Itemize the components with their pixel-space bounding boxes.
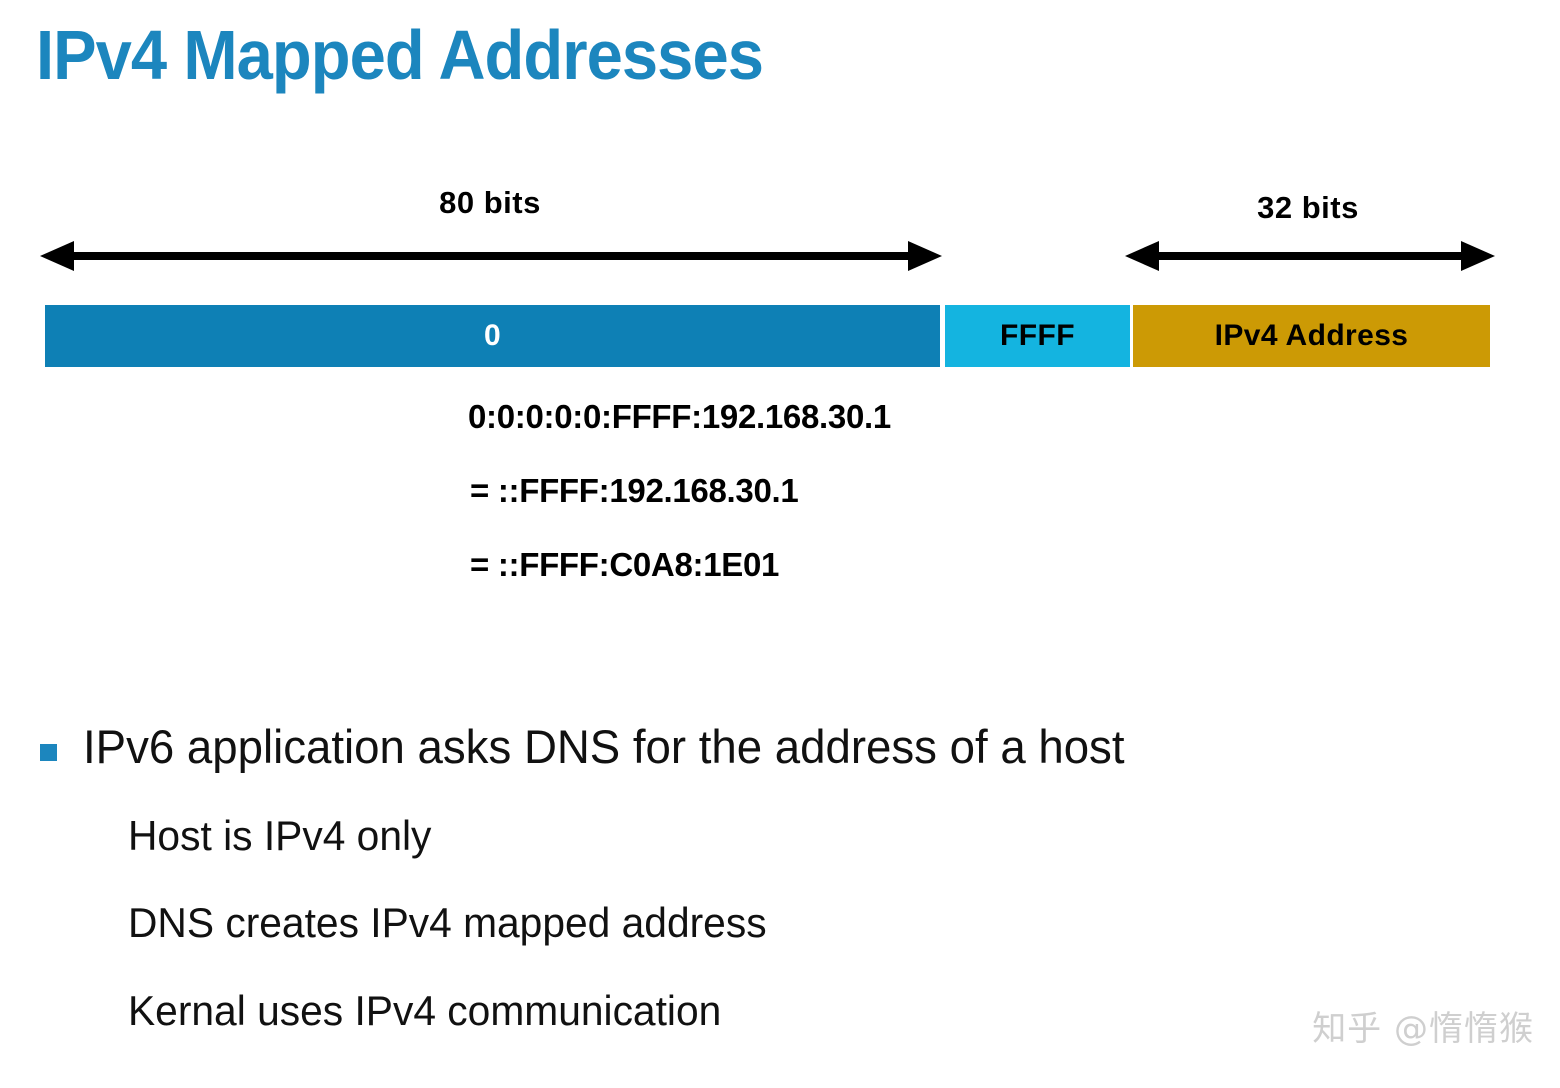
bullet-item-main-label: IPv6 application asks DNS for the addres… [83,720,1125,773]
bullet-item-sub-1: Host is IPv4 only [128,812,432,860]
watermark-text: 知乎 @惰惰猴 [1312,1009,1534,1049]
address-notation-list: 0:0:0:0:0:FFFF:192.168.30.1 = ::FFFF:192… [468,400,1468,581]
address-notation-full: 0:0:0:0:0:FFFF:192.168.30.1 [468,398,891,435]
bar-segment-ipv4-address: IPv4 Address [1133,305,1490,367]
bullet-item-sub-2: DNS creates IPv4 mapped address [128,899,767,947]
bar-segment-ffff: FFFF [945,305,1130,367]
address-field-bar: 0 FFFF IPv4 Address [45,305,1490,367]
square-bullet-icon [40,744,57,761]
bullet-list: IPv6 application asks DNS for the addres… [40,722,1520,1033]
bar-segment-zero-prefix: 0 [45,305,940,367]
span-arrow-80-bits-icon [40,239,942,273]
address-notation-hex: = ::FFFF:C0A8:1E01 [470,546,780,583]
address-notation-compressed: = ::FFFF:192.168.30.1 [470,472,799,509]
bit-width-label-80: 80 bits [439,185,541,220]
bullet-item-main: IPv6 application asks DNS for the addres… [40,722,1520,771]
bit-width-label-32: 32 bits [1257,190,1359,225]
bullet-item-sub-3: Kernal uses IPv4 communication [128,986,722,1034]
span-arrow-32-bits-icon [1125,239,1495,273]
page-title: IPv4 Mapped Addresses [36,16,764,94]
